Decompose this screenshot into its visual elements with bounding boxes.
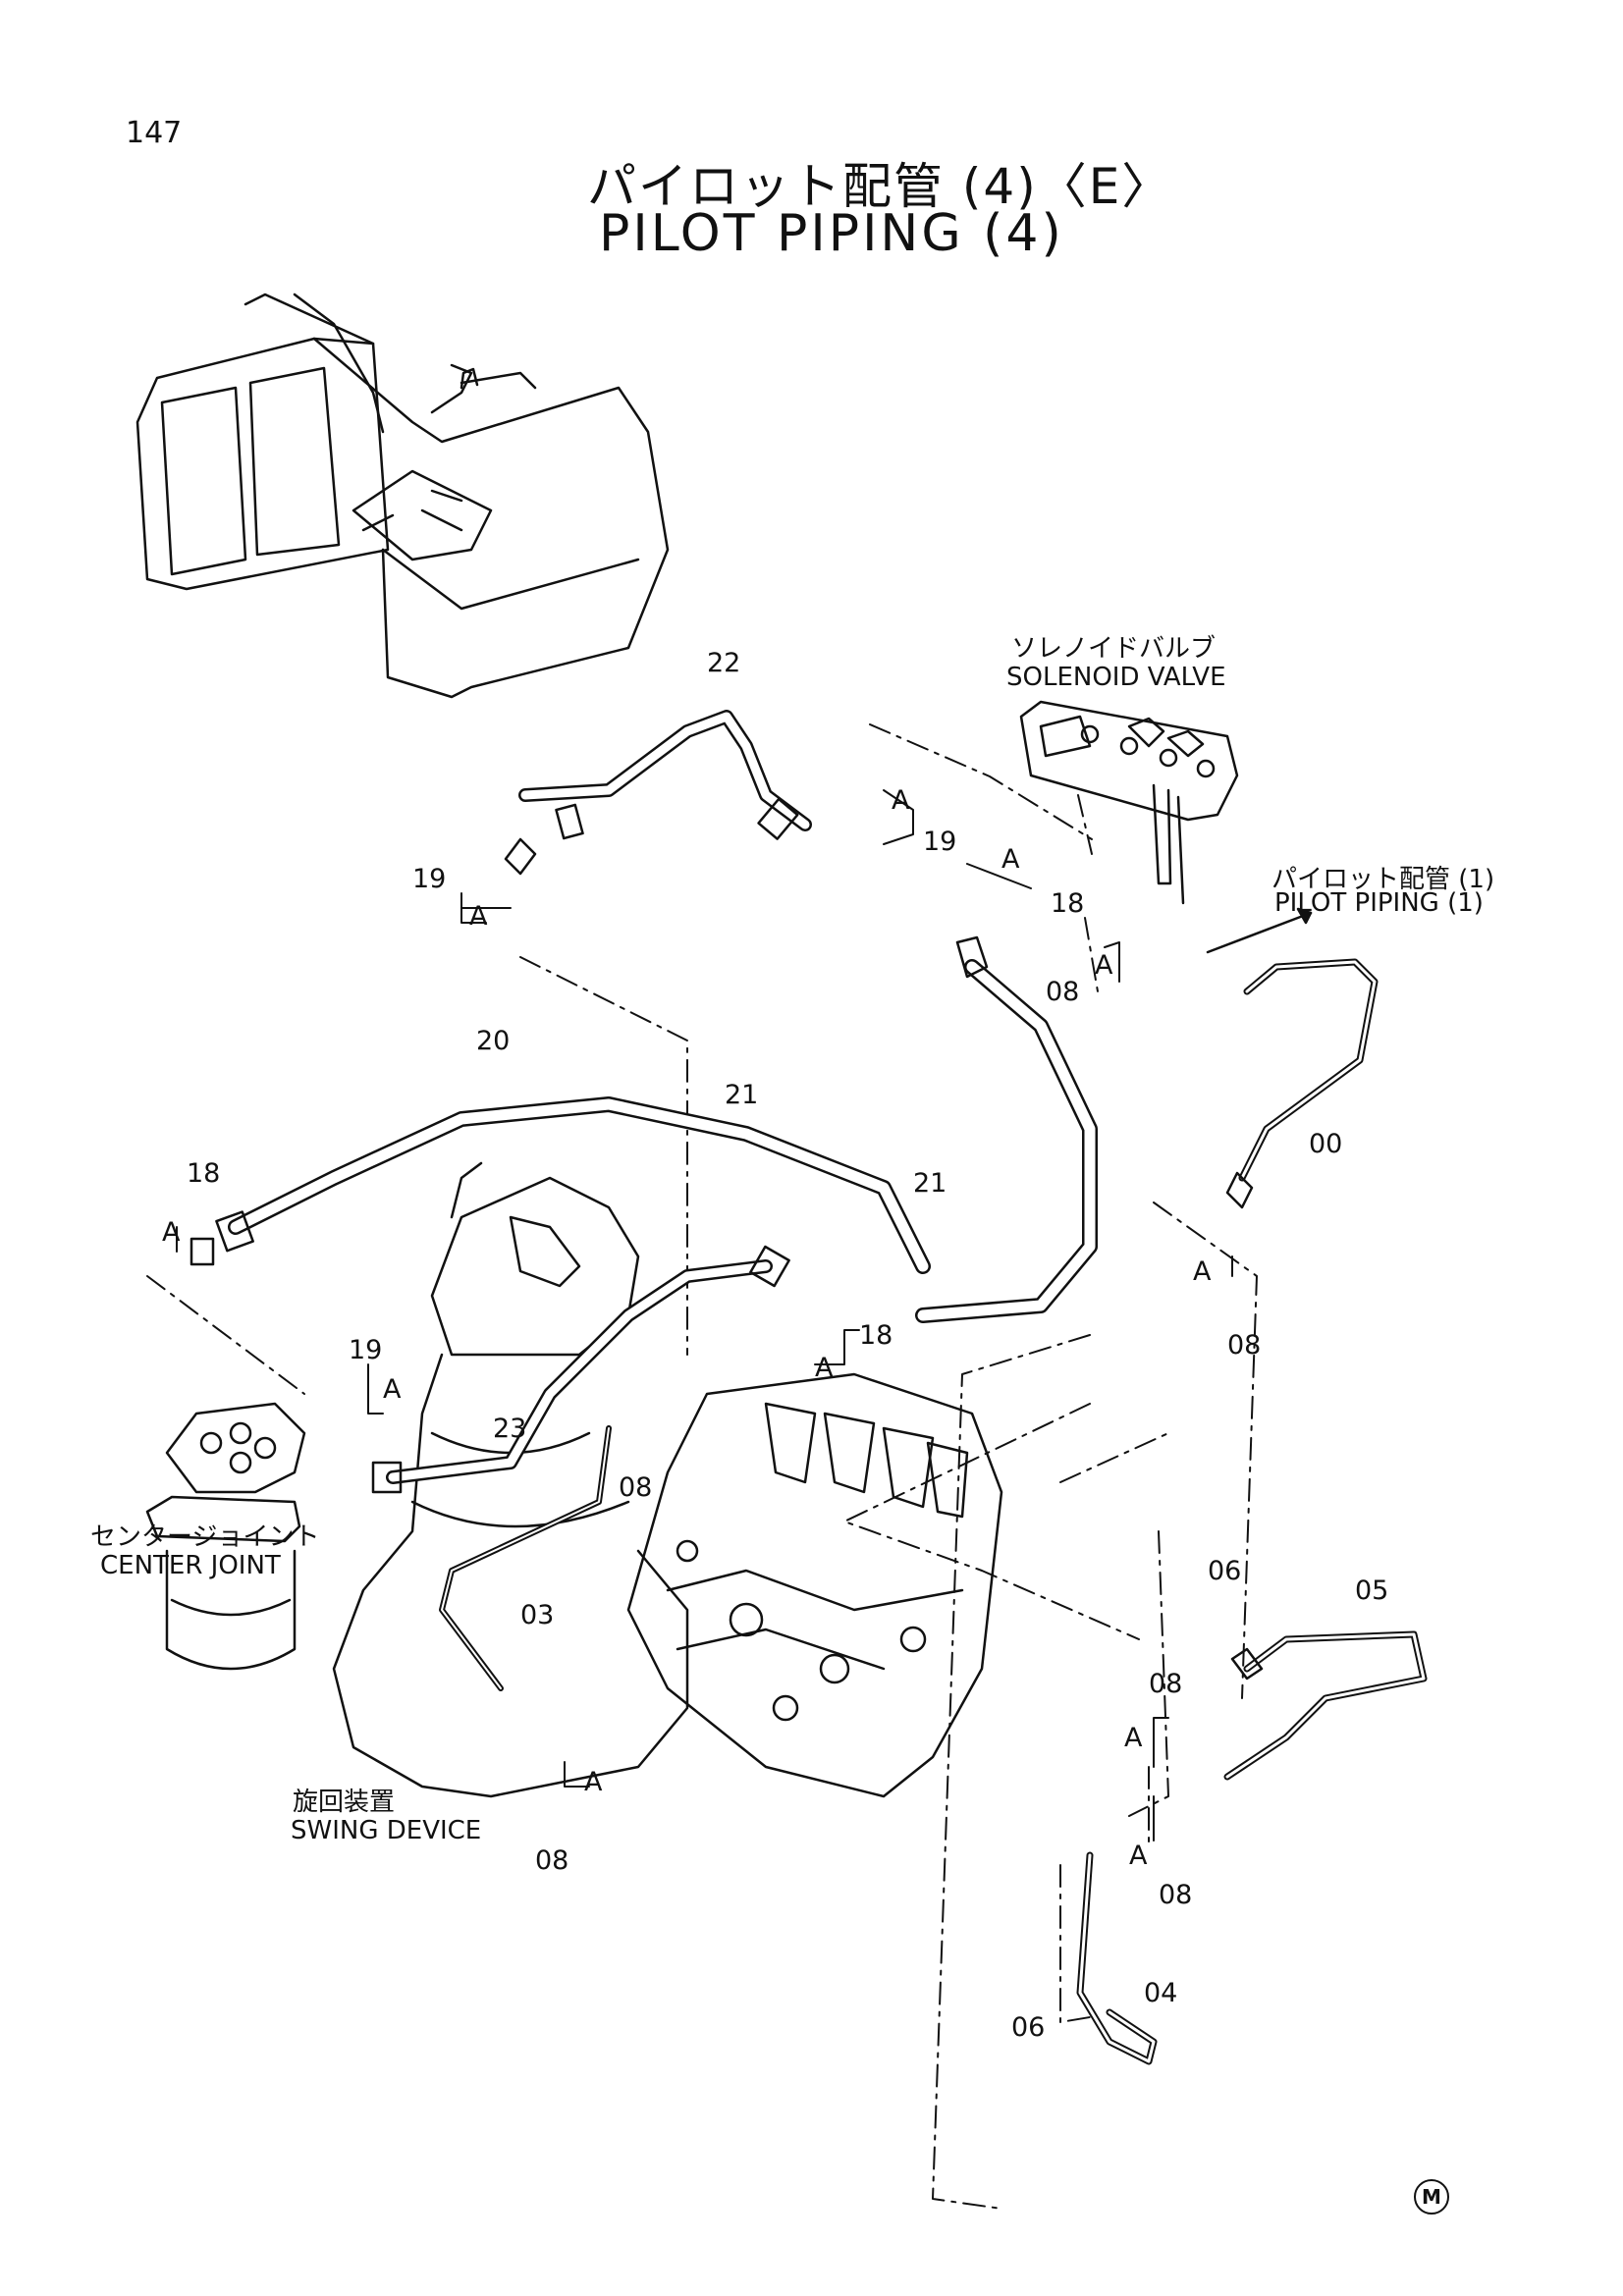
callout-19: 19	[412, 864, 447, 894]
swing-device-label-jp: 旋回装置	[293, 1788, 396, 1817]
pipe-03	[439, 1425, 612, 1691]
callout-00: 00	[1309, 1129, 1343, 1159]
a-mark: A	[383, 1374, 402, 1405]
a-mark: A	[1001, 844, 1020, 875]
callout-08: 08	[535, 1845, 569, 1876]
title-english: PILOT PIPING (4)	[599, 204, 1064, 263]
title-japanese: パイロット配管 (4)〈E〉	[587, 158, 1173, 215]
excavator-overview	[135, 293, 670, 699]
callout-21: 21	[725, 1080, 759, 1110]
a-mark: A	[1124, 1723, 1143, 1753]
leader-lines	[146, 723, 1258, 2210]
pipe-04	[1076, 1851, 1158, 2065]
callout-08: 08	[1046, 977, 1080, 1007]
callout-05: 05	[1355, 1575, 1389, 1606]
a-mark: A	[815, 1353, 834, 1383]
callout-19: 19	[349, 1335, 383, 1365]
hose-right	[915, 935, 1098, 1323]
pipe-20	[189, 1096, 931, 1274]
arrow-head	[1296, 907, 1313, 925]
callout-18: 18	[187, 1158, 221, 1189]
a-mark: A	[1129, 1841, 1148, 1871]
callout-08: 08	[619, 1472, 653, 1503]
solenoid-valve-label-en: SOLENOID VALVE	[1006, 663, 1226, 692]
swing-device-label-en: SWING DEVICE	[291, 1816, 482, 1845]
pilot-piping-1-label-jp: パイロット配管 (1)	[1271, 865, 1495, 894]
m-mark: M	[1414, 2179, 1449, 2215]
callout-04: 04	[1144, 1978, 1178, 2008]
pilot-piping-1-label-en: PILOT PIPING (1)	[1274, 888, 1484, 918]
bracket-leaders	[176, 789, 1233, 1842]
a-mark: A	[469, 901, 488, 932]
control-valve-drawing	[626, 1372, 1003, 1798]
pipe-00	[1225, 958, 1379, 1209]
callout-08: 08	[1227, 1330, 1262, 1361]
callout-03: 03	[520, 1600, 555, 1630]
callout-20: 20	[476, 1026, 511, 1056]
solenoid-valve-drawing	[1019, 700, 1239, 905]
center-joint-label-jp: センタージョイント	[90, 1522, 320, 1552]
page-number: 147	[126, 116, 183, 150]
a-mark: A	[1193, 1256, 1212, 1287]
center-joint-label-en: CENTER JOINT	[100, 1551, 281, 1580]
callout-06: 06	[1208, 1556, 1242, 1586]
solenoid-valve-label-jp: ソレノイドバルブ	[1011, 634, 1217, 664]
callout-08: 08	[1159, 1880, 1193, 1910]
a-mark: A	[162, 1217, 181, 1248]
center-joint-drawing	[145, 1402, 306, 1671]
callout-21: 21	[913, 1168, 947, 1199]
callout-22: 22	[707, 648, 741, 678]
arrow-pilot-piping-1	[1206, 911, 1313, 954]
callout-06: 06	[1011, 2012, 1046, 2043]
pipe-22	[504, 710, 812, 876]
callout-18: 18	[859, 1320, 893, 1351]
callout-08: 08	[1149, 1669, 1183, 1699]
a-mark: A	[892, 785, 910, 816]
pipe-23	[371, 1245, 790, 1494]
callout-19: 19	[923, 827, 957, 857]
a-mark: A	[584, 1767, 603, 1797]
callout-18: 18	[1051, 888, 1085, 919]
callout-23: 23	[493, 1414, 527, 1444]
a-mark: A	[1095, 950, 1113, 981]
pipe-05	[1223, 1630, 1428, 1781]
